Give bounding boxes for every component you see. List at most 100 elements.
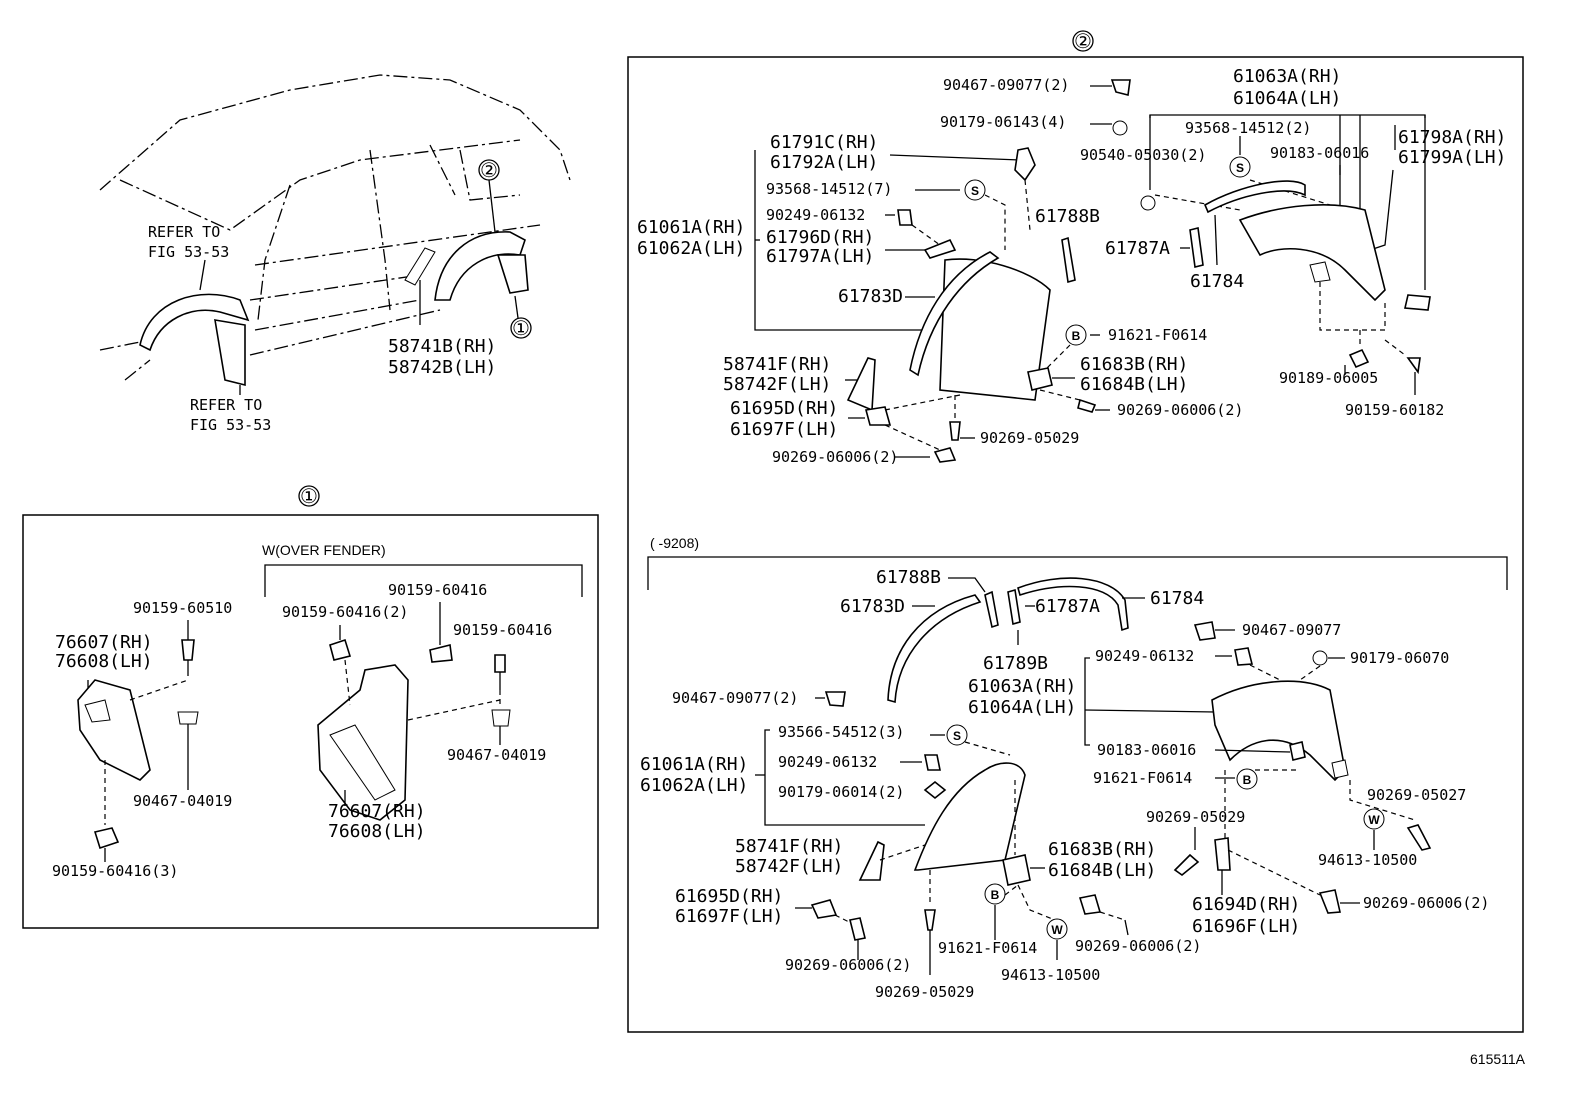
part-label: 90269-06006(2) bbox=[1117, 401, 1243, 419]
part-label: 94613-10500 bbox=[1318, 851, 1417, 869]
symbol-w: W bbox=[1051, 923, 1063, 937]
symbol-b: B bbox=[991, 888, 1000, 902]
part-label: 58741B(RH) bbox=[388, 336, 496, 357]
part-label: 61061A(RH) bbox=[637, 217, 745, 238]
part-label: 61684B(LH) bbox=[1080, 374, 1188, 395]
symbol-b: B bbox=[1072, 329, 1081, 343]
part-label: 61784 bbox=[1150, 588, 1204, 609]
part-label: 90179-06014(2) bbox=[778, 783, 904, 801]
part-label: 61061A(RH) bbox=[640, 754, 748, 775]
part-label: 90269-05027 bbox=[1367, 786, 1466, 804]
part-label: 61788B bbox=[1035, 206, 1100, 227]
part-label: 58742F(LH) bbox=[735, 856, 843, 877]
part-label: 90269-05029 bbox=[980, 429, 1079, 447]
part-label: 61062A(LH) bbox=[637, 238, 745, 259]
part-label: 61792A(LH) bbox=[770, 152, 878, 173]
part-label: 90183-06016 bbox=[1270, 144, 1369, 162]
part-label: 61683B(RH) bbox=[1048, 839, 1156, 860]
part-label: 61695D(RH) bbox=[730, 398, 838, 419]
part-label: 93568-14512(2) bbox=[1185, 119, 1311, 137]
part-label: 90269-06006(2) bbox=[1363, 894, 1489, 912]
panel-2-lower: ( -9208) 61788B 61783D 61787A 61784 9046… bbox=[640, 535, 1508, 1001]
part-label: 94613-10500 bbox=[1001, 966, 1100, 984]
panel-2-frame bbox=[627, 56, 1524, 1033]
callout-circle-1: ① bbox=[512, 316, 530, 340]
part-label: 61697F(LH) bbox=[675, 906, 783, 927]
refer-label: FIG 53-53 bbox=[148, 243, 229, 261]
panel-over-fender: ② 90467-09077(2) 61063A(RH) 61064A(LH) 9… bbox=[627, 29, 1524, 1033]
part-label: 90269-05029 bbox=[875, 983, 974, 1001]
panel-mudguard: ① W(OVER FENDER) 90159-60510 76607(RH) 7… bbox=[22, 484, 599, 929]
part-label: 61789B bbox=[983, 653, 1048, 674]
part-label: 93568-14512(7) bbox=[766, 180, 892, 198]
part-label: 61788B bbox=[876, 567, 941, 588]
part-label: 61695D(RH) bbox=[675, 886, 783, 907]
part-label: 61683B(RH) bbox=[1080, 354, 1188, 375]
part-label: 90189-06005 bbox=[1279, 369, 1378, 387]
panel-1-title: W(OVER FENDER) bbox=[262, 542, 386, 558]
refer-label: REFER TO bbox=[148, 223, 220, 241]
part-label: 61063A(RH) bbox=[1233, 66, 1341, 87]
part-label: 76607(RH) bbox=[328, 801, 426, 822]
part-label: 61064A(LH) bbox=[968, 697, 1076, 718]
symbol-s: S bbox=[1236, 161, 1244, 175]
panel-1-frame bbox=[22, 514, 599, 929]
part-label: 58742F(LH) bbox=[723, 374, 831, 395]
part-label: 93566-54512(3) bbox=[778, 723, 904, 741]
part-label: 61796D(RH) bbox=[766, 227, 874, 248]
part-label: 90159-60510 bbox=[133, 599, 232, 617]
part-label: 90159-60416 bbox=[453, 621, 552, 639]
part-label: 61787A bbox=[1035, 596, 1100, 617]
part-label: 61783D bbox=[838, 286, 903, 307]
part-label: 61798A(RH) bbox=[1398, 127, 1506, 148]
part-label: 58741F(RH) bbox=[723, 354, 831, 375]
symbol-s: S bbox=[953, 729, 961, 743]
part-label: 61064A(LH) bbox=[1233, 88, 1341, 109]
part-label: 90269-06006(2) bbox=[772, 448, 898, 466]
range-label: ( -9208) bbox=[650, 535, 699, 551]
refer-label: REFER TO bbox=[190, 396, 262, 414]
part-label: 90159-60182 bbox=[1345, 401, 1444, 419]
part-label: 90179-06070 bbox=[1350, 649, 1449, 667]
part-label: 90467-04019 bbox=[447, 746, 546, 764]
part-label: 90467-04019 bbox=[133, 792, 232, 810]
panel-1-circle: ① bbox=[300, 484, 318, 508]
symbol-w: W bbox=[1368, 813, 1380, 827]
part-label: 90467-09077 bbox=[1242, 621, 1341, 639]
part-label: 91621-F0614 bbox=[1108, 326, 1207, 344]
part-label: 90269-06006(2) bbox=[1075, 937, 1201, 955]
part-label: 91621-F0614 bbox=[938, 939, 1037, 957]
part-label: 90159-60416(2) bbox=[282, 603, 408, 621]
part-label: 61062A(LH) bbox=[640, 775, 748, 796]
part-label: 76608(LH) bbox=[328, 821, 426, 842]
symbol-s: S bbox=[971, 184, 979, 198]
part-label: 76608(LH) bbox=[55, 651, 153, 672]
part-label: 90249-06132 bbox=[766, 206, 865, 224]
part-label: 61791C(RH) bbox=[770, 132, 878, 153]
part-label: 61684B(LH) bbox=[1048, 860, 1156, 881]
part-label: 61694D(RH) bbox=[1192, 894, 1300, 915]
part-label: 90467-09077(2) bbox=[943, 76, 1069, 94]
vehicle-overview: ② ① REFER TO FIG 53-53 REFER TO FIG 53-5… bbox=[99, 74, 571, 434]
part-label: 61787A bbox=[1105, 238, 1170, 259]
part-label: 90269-06006(2) bbox=[785, 956, 911, 974]
part-label: 76607(RH) bbox=[55, 632, 153, 653]
part-label: 61696F(LH) bbox=[1192, 916, 1300, 937]
part-label: 90249-06132 bbox=[1095, 647, 1194, 665]
callout-circle-2: ② bbox=[480, 158, 498, 182]
part-label: 61063A(RH) bbox=[968, 676, 1076, 697]
part-label: 90467-09077(2) bbox=[672, 689, 798, 707]
figure-code: 615511A bbox=[1470, 1051, 1526, 1067]
part-label: 61799A(LH) bbox=[1398, 147, 1506, 168]
part-label: 90540-05030(2) bbox=[1080, 146, 1206, 164]
part-label: 61783D bbox=[840, 596, 905, 617]
part-label: 61697F(LH) bbox=[730, 419, 838, 440]
part-label: 58741F(RH) bbox=[735, 836, 843, 857]
symbol-b: B bbox=[1243, 773, 1252, 787]
part-label: 90269-05029 bbox=[1146, 808, 1245, 826]
part-label: 90179-06143(4) bbox=[940, 113, 1066, 131]
panel-2-circle: ② bbox=[1074, 29, 1092, 53]
refer-label: FIG 53-53 bbox=[190, 416, 271, 434]
